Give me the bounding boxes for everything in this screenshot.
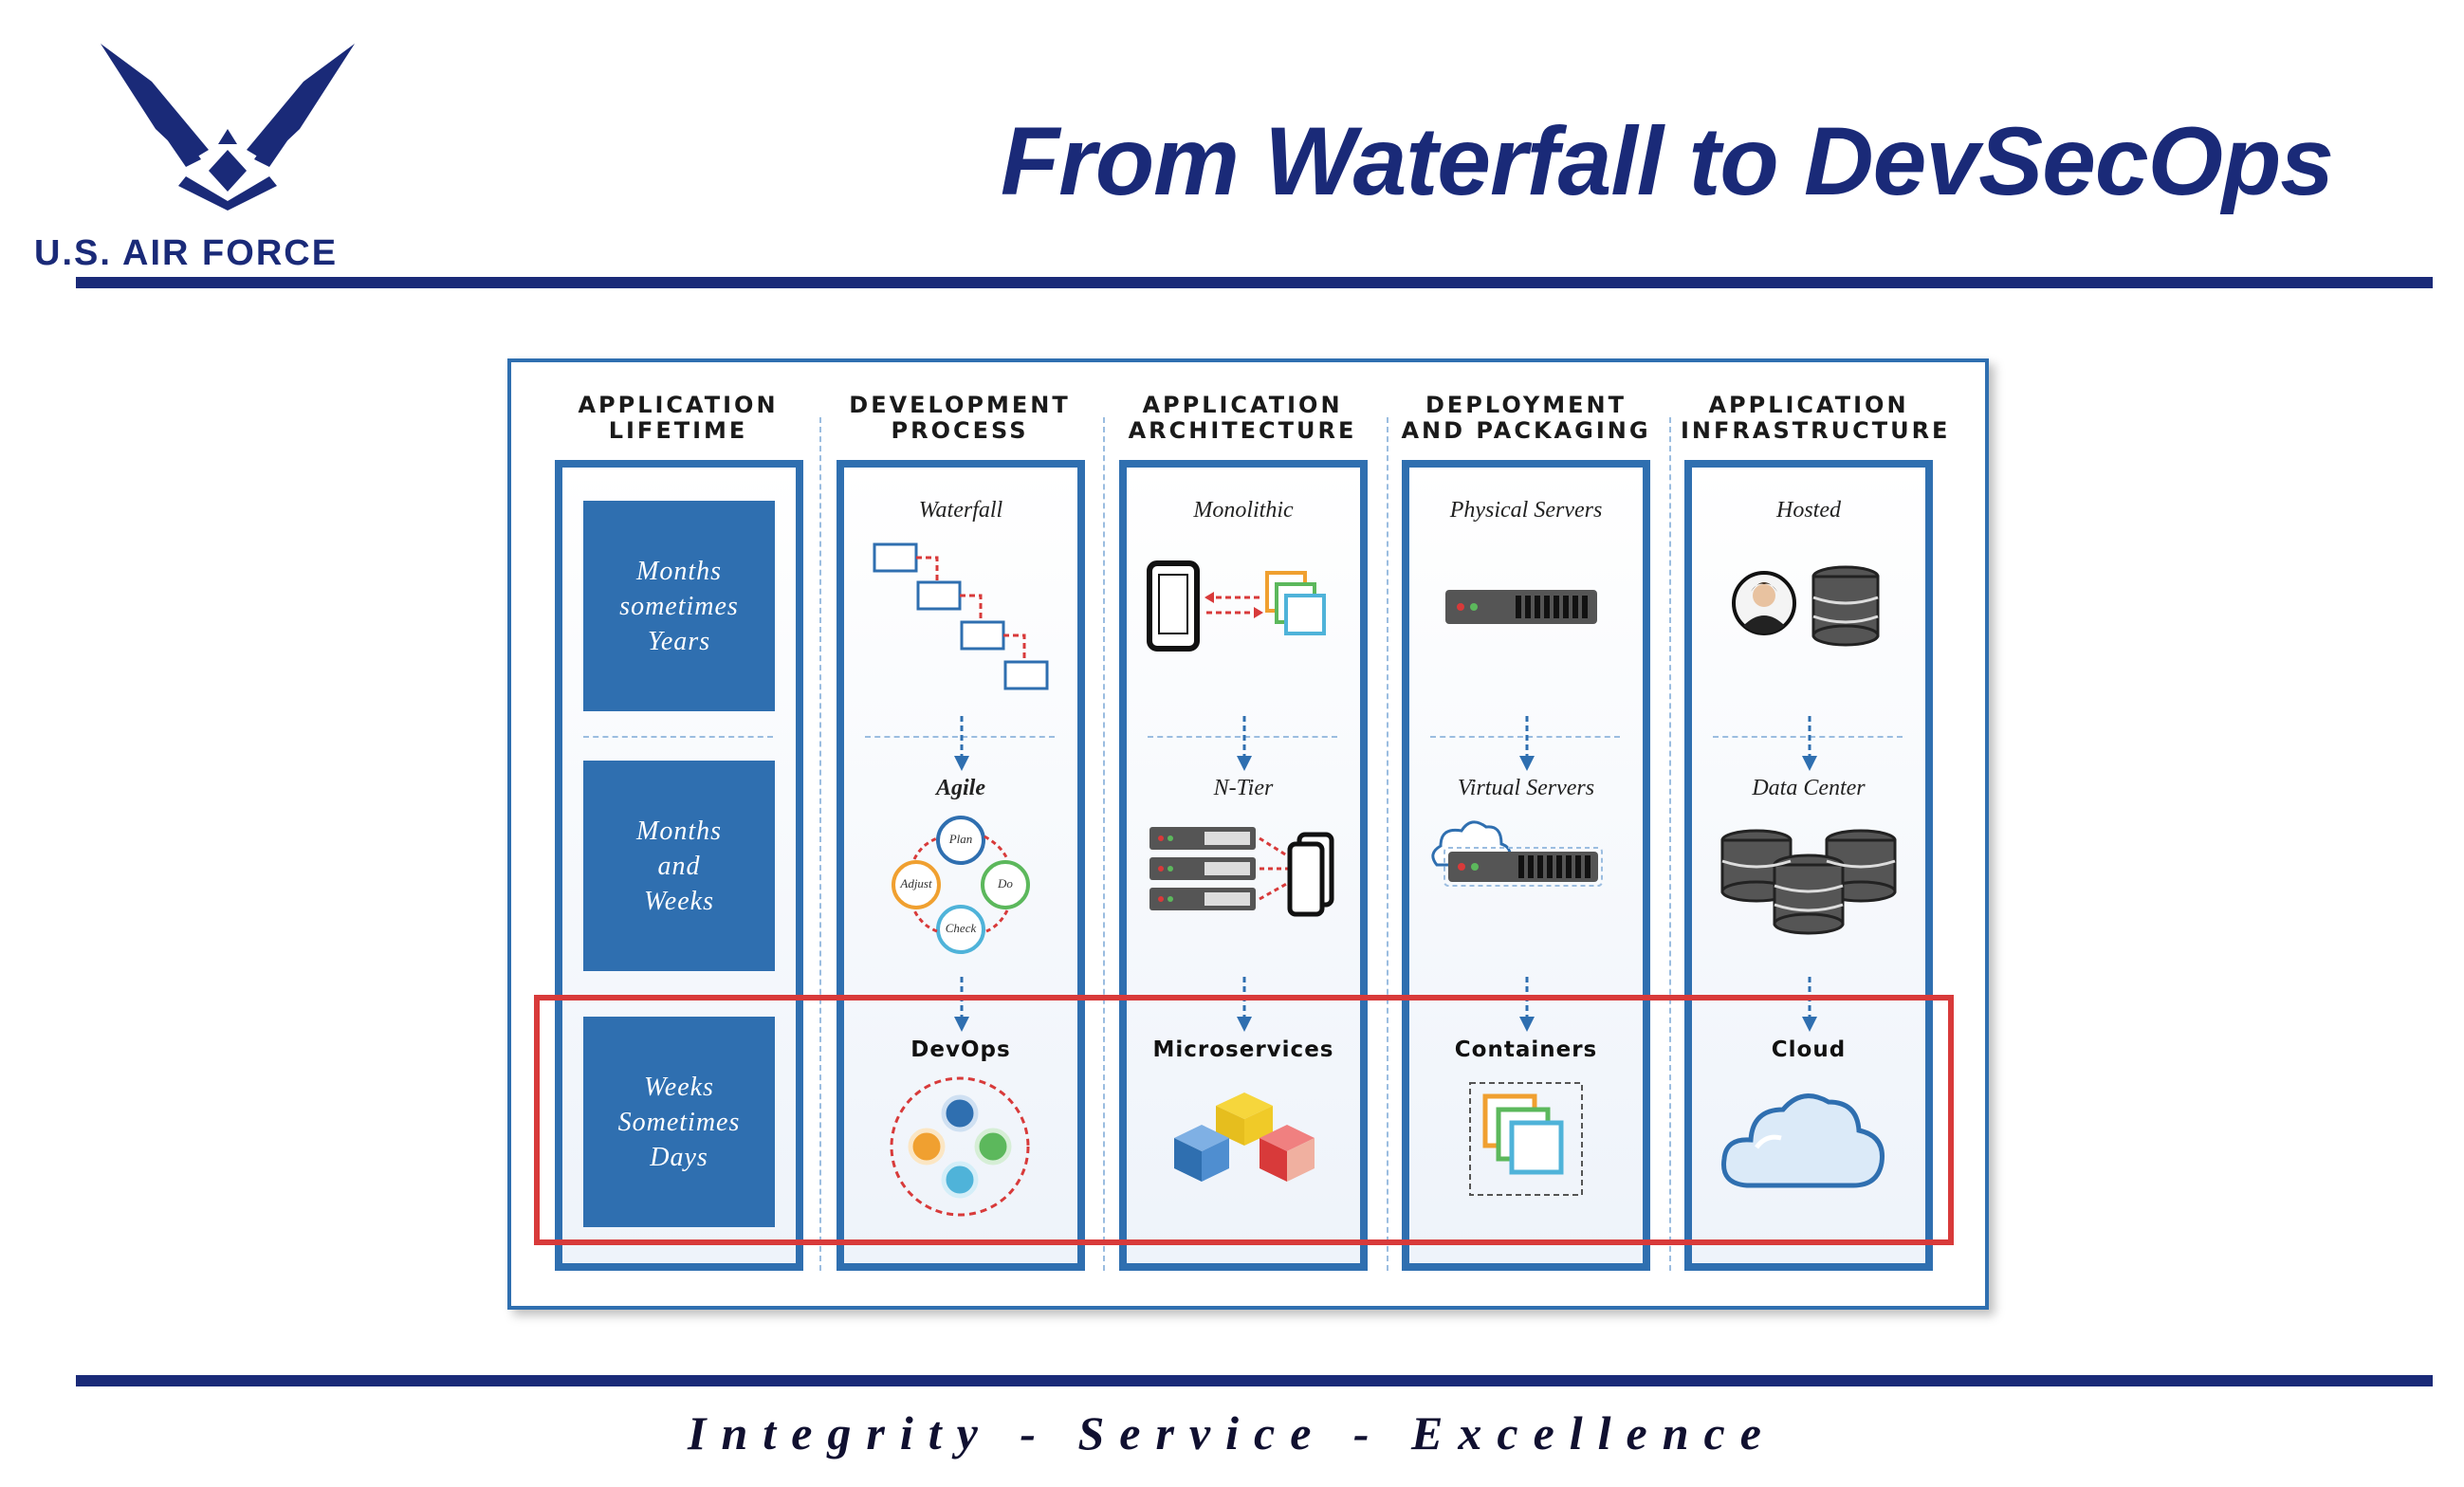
containers-icon	[1469, 1082, 1583, 1196]
agile-step-do: Do	[998, 876, 1013, 890]
row-divider	[1430, 736, 1620, 738]
cloud-icon	[1721, 1093, 1885, 1188]
label-monolithic: Monolithic	[1193, 498, 1294, 523]
label-physical-servers: Physical Servers	[1449, 498, 1603, 523]
column-separator	[819, 417, 821, 1271]
label-containers: Containers	[1454, 1037, 1598, 1062]
column-development-process	[837, 460, 1085, 1271]
label-data-center: Data Center	[1752, 776, 1866, 800]
heading-application-infrastructure: APPLICATION INFRASTRUCTURE	[1681, 392, 1951, 444]
label-microservices: Microservices	[1152, 1037, 1334, 1062]
agile-cycle-icon	[892, 816, 1030, 954]
footer-divider	[76, 1375, 2433, 1386]
label-devops: DevOps	[910, 1037, 1011, 1062]
n-tier-icon	[1149, 827, 1334, 917]
agile-step-adjust: Adjust	[900, 876, 932, 890]
page-title: From Waterfall to DevSecOps	[1000, 107, 2334, 215]
column-separator	[1669, 417, 1671, 1271]
virtual-server-icon	[1431, 820, 1603, 887]
agile-step-check: Check	[945, 921, 977, 935]
row-divider	[865, 736, 1055, 738]
lifetime-weeks-days: Weeks Sometimes Days	[583, 1017, 775, 1227]
label-agile: Agile	[936, 776, 985, 800]
waterfall-icon	[873, 542, 1049, 690]
heading-deployment-packaging: DEPLOYMENT AND PACKAGING	[1401, 392, 1651, 444]
arrow-down-icon	[954, 716, 969, 771]
label-virtual-servers: Virtual Servers	[1457, 776, 1595, 800]
arrow-down-icon	[1237, 716, 1252, 771]
label-waterfall: Waterfall	[918, 498, 1003, 523]
lifetime-months-years: Months sometimes Years	[583, 501, 775, 711]
heading-application-architecture: APPLICATION ARCHITECTURE	[1128, 392, 1357, 444]
arrow-down-icon	[1802, 716, 1817, 771]
heading-development-process: DEVELOPMENT PROCESS	[849, 392, 1071, 444]
heading-application-lifetime: APPLICATION LIFETIME	[578, 392, 779, 444]
agile-step-plan: Plan	[948, 832, 973, 846]
physical-server-icon	[1445, 590, 1597, 624]
label-n-tier: N-Tier	[1213, 776, 1274, 800]
column-separator	[1103, 417, 1105, 1271]
column-separator	[1387, 417, 1388, 1271]
label-cloud: Cloud	[1771, 1037, 1847, 1062]
monolithic-icon	[1147, 560, 1326, 652]
row-divider	[1148, 736, 1337, 738]
microservices-cubes-icon	[1174, 1092, 1315, 1182]
row-divider	[583, 736, 773, 738]
arrow-down-icon	[1519, 716, 1535, 771]
header-divider	[76, 277, 2433, 288]
hosted-icon	[1732, 565, 1880, 647]
footer-motto: Integrity - Service - Excellence	[688, 1406, 1776, 1459]
logo-text: U.S. AIR FORCE	[34, 233, 339, 273]
lifetime-months-weeks: Months and Weeks	[583, 761, 775, 971]
data-center-icon	[1720, 829, 1897, 935]
label-hosted: Hosted	[1776, 498, 1841, 523]
row-divider	[1713, 736, 1903, 738]
highlight-box	[534, 995, 1954, 1245]
air-force-wings-icon	[101, 44, 355, 211]
devops-cycle-icon	[890, 1076, 1030, 1217]
